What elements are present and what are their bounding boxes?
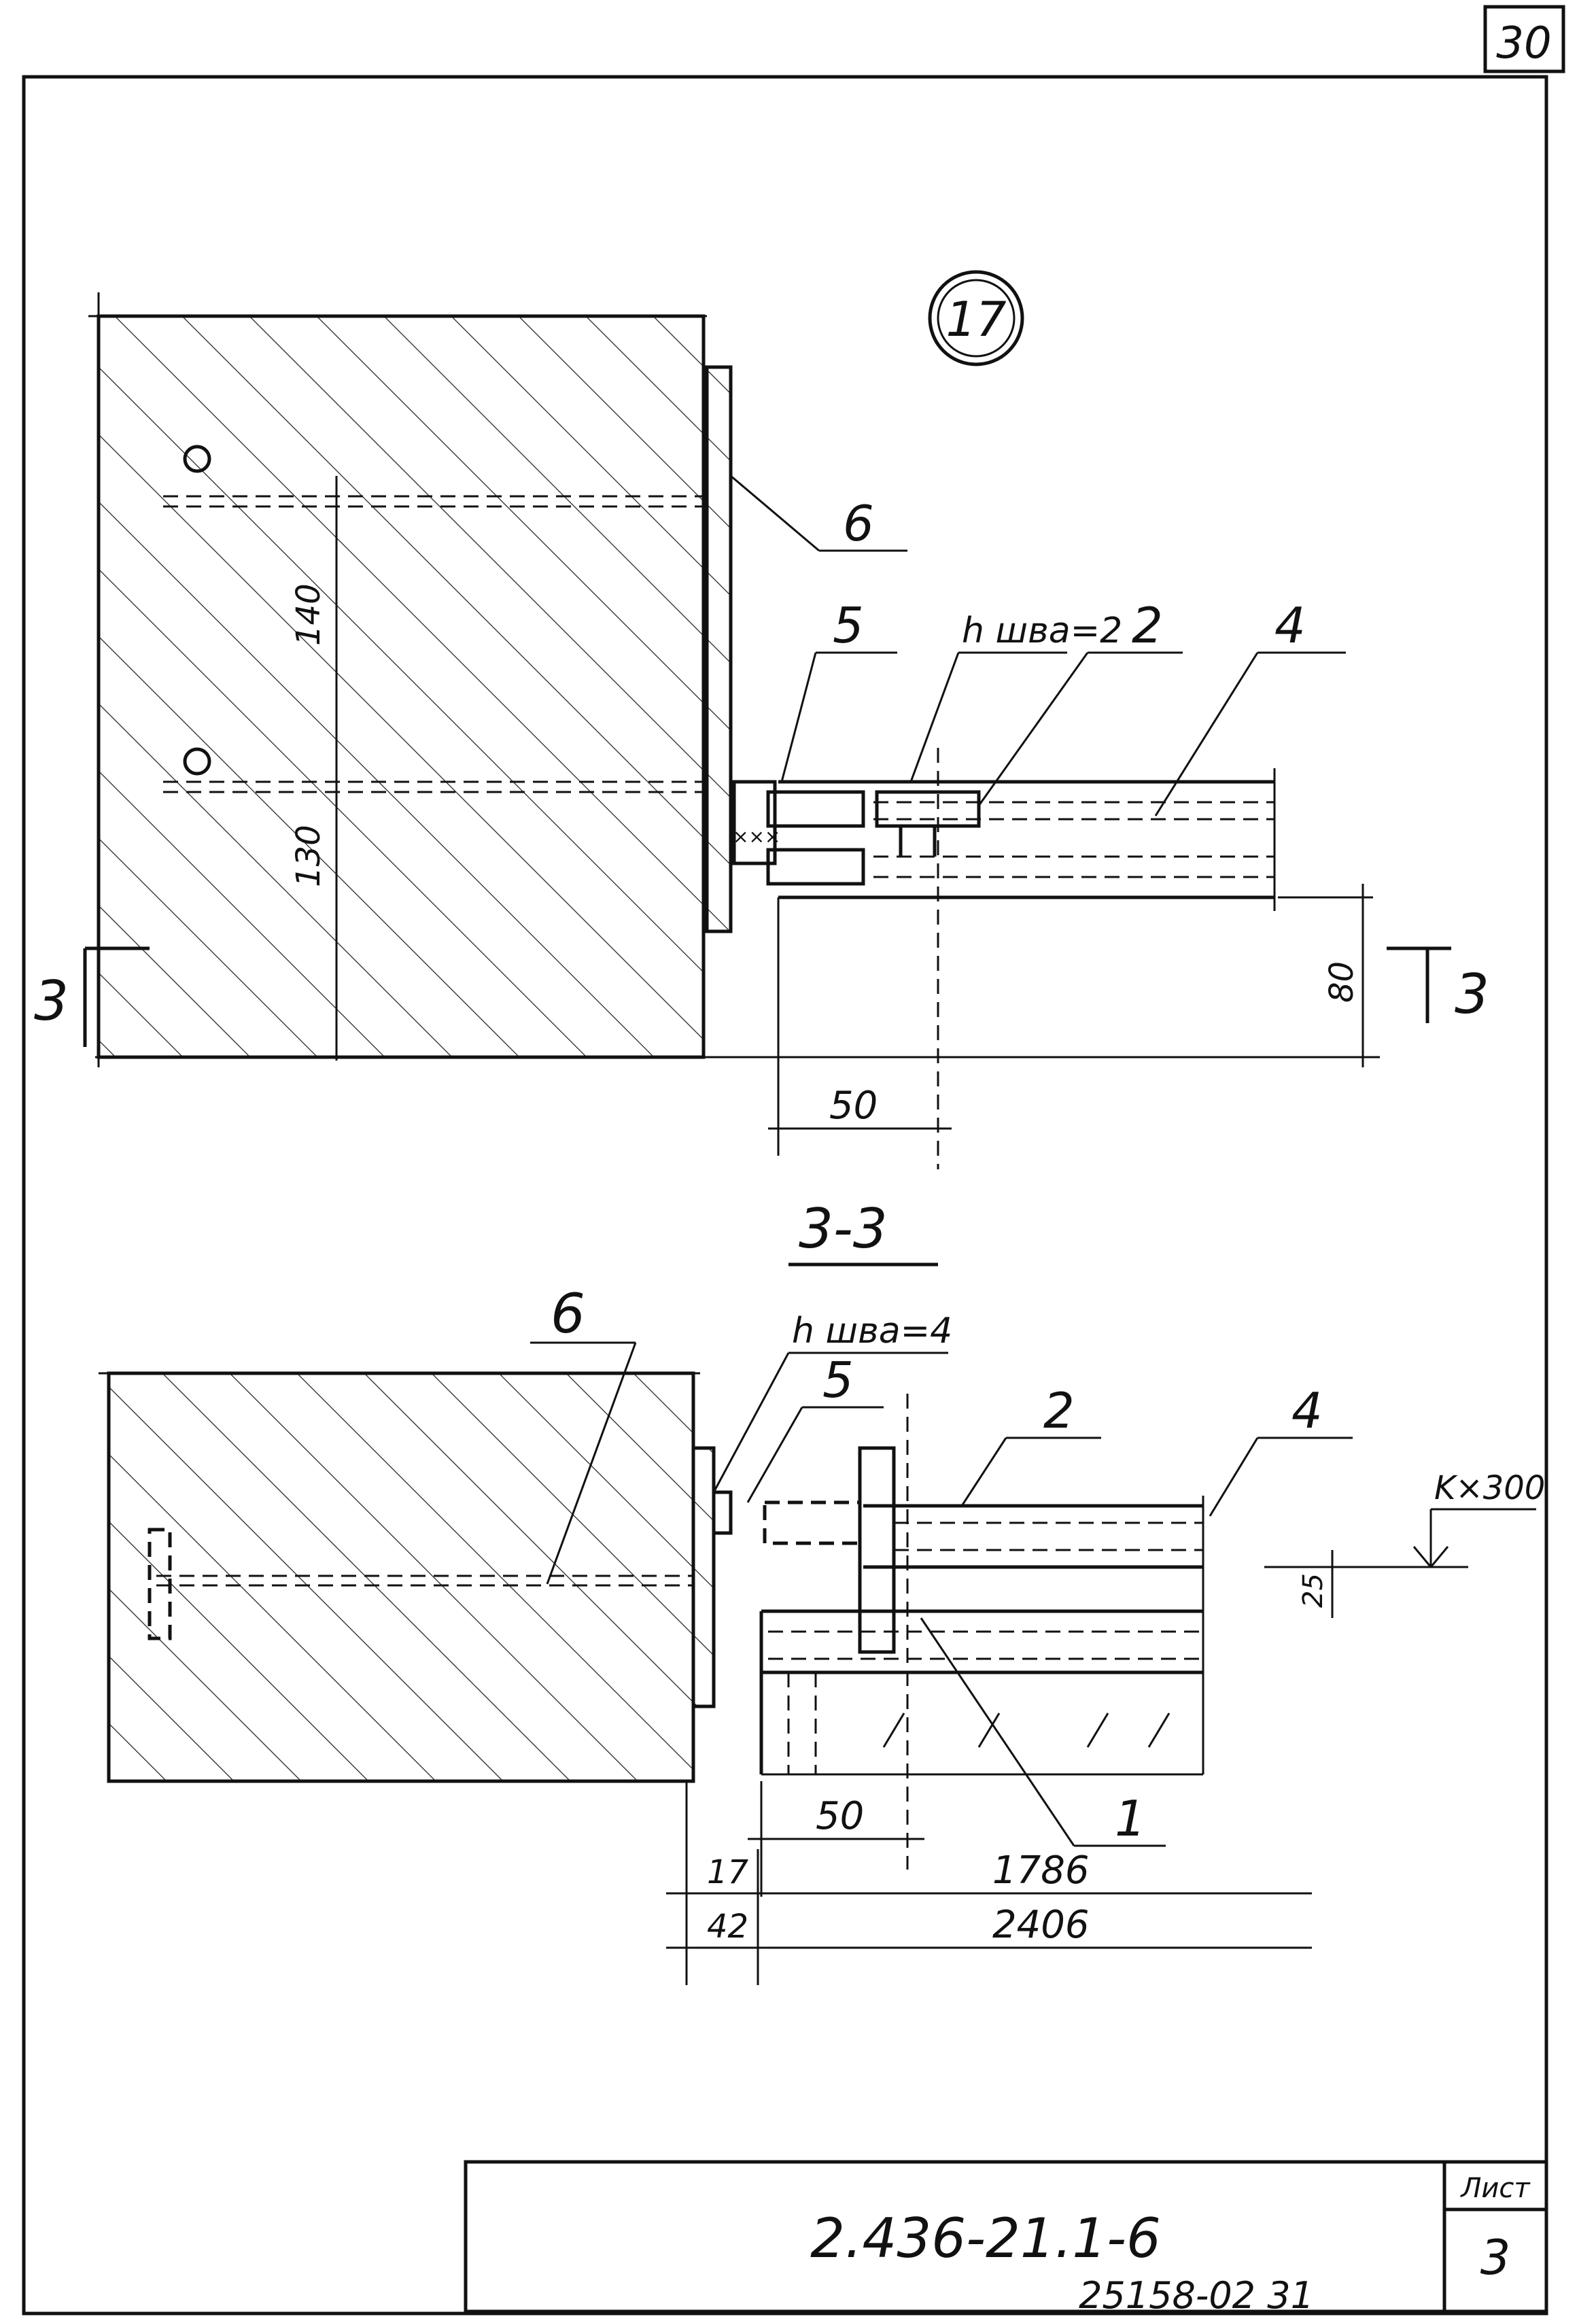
- top-view: 17: [34, 270, 1489, 1169]
- dim-80: 80: [1323, 961, 1361, 1003]
- anchor-section: [148, 1528, 693, 1640]
- footer-number: 25158-02 31: [1079, 2274, 1314, 2317]
- leader-2: 2: [1132, 597, 1163, 654]
- section-view: 3-3: [99, 1197, 1545, 1985]
- anchors-top: [163, 445, 707, 1061]
- dims-top: 140 130 80 50: [290, 583, 1373, 1156]
- node-circle: 17: [928, 270, 1024, 366]
- leader-5-section: 5: [822, 1352, 854, 1409]
- section-title: 3-3: [799, 1197, 888, 1260]
- leaders-top: 6 5 h шва=2 2 4: [730, 475, 1346, 816]
- leader-1-section: 1: [1115, 1790, 1146, 1847]
- wall-section: [99, 1371, 700, 1783]
- leader-4-section: 4: [1291, 1382, 1323, 1439]
- bracket-section: [712, 1394, 1204, 1870]
- corner-number-box: 30: [1483, 5, 1565, 73]
- dim-140: 140: [290, 583, 328, 646]
- leader-4: 4: [1274, 597, 1306, 654]
- leaders-section: 6 h шва=4 5 2 4 1: [530, 1282, 1353, 1847]
- dim-1786: 1786: [992, 1848, 1090, 1893]
- weld-marks: ×××: [733, 825, 780, 848]
- sheet-number: 3: [1480, 2230, 1511, 2286]
- node-number: 17: [946, 292, 1006, 347]
- section-mark-left: 3: [34, 969, 69, 1033]
- dim-25: 25: [1298, 1573, 1329, 1608]
- embedded-plate-section: [691, 1446, 716, 1708]
- bracket-top: ×××: [732, 748, 1276, 1169]
- dim-50-section: 50: [816, 1794, 864, 1838]
- level-mark-label: K×300: [1434, 1469, 1545, 1507]
- sheet-frame: [22, 75, 1548, 2316]
- level-mark: K×300: [1264, 1469, 1545, 1568]
- section-mark-right: 3: [1455, 963, 1489, 1026]
- title-block: 2.436-21.1-6 Лист 3: [464, 2160, 1548, 2313]
- sheet-label: Лист: [1459, 2173, 1531, 2204]
- leader-weld-height-section: h шва=4: [792, 1311, 952, 1352]
- dim-17: 17: [707, 1853, 749, 1891]
- document-code: 2.436-21.1-6: [810, 2207, 1161, 2270]
- dim-42: 42: [707, 1908, 748, 1946]
- leader-5: 5: [833, 597, 864, 654]
- leader-weld-height: h шва=2: [962, 610, 1122, 651]
- dim-50-top: 50: [829, 1084, 878, 1128]
- dim-2406: 2406: [992, 1903, 1090, 1947]
- leader-6-section: 6: [551, 1282, 585, 1345]
- corner-number: 30: [1496, 18, 1551, 69]
- embedded-plate-top: [705, 365, 733, 933]
- leader-2-section: 2: [1043, 1382, 1075, 1439]
- dim-130: 130: [290, 825, 328, 887]
- leader-6: 6: [843, 495, 874, 552]
- dims-section: 25 50 17 1786 42 2406: [666, 1550, 1334, 1985]
- wall-top: [88, 292, 1380, 1067]
- section-marks-top: 3 3: [34, 946, 1489, 1047]
